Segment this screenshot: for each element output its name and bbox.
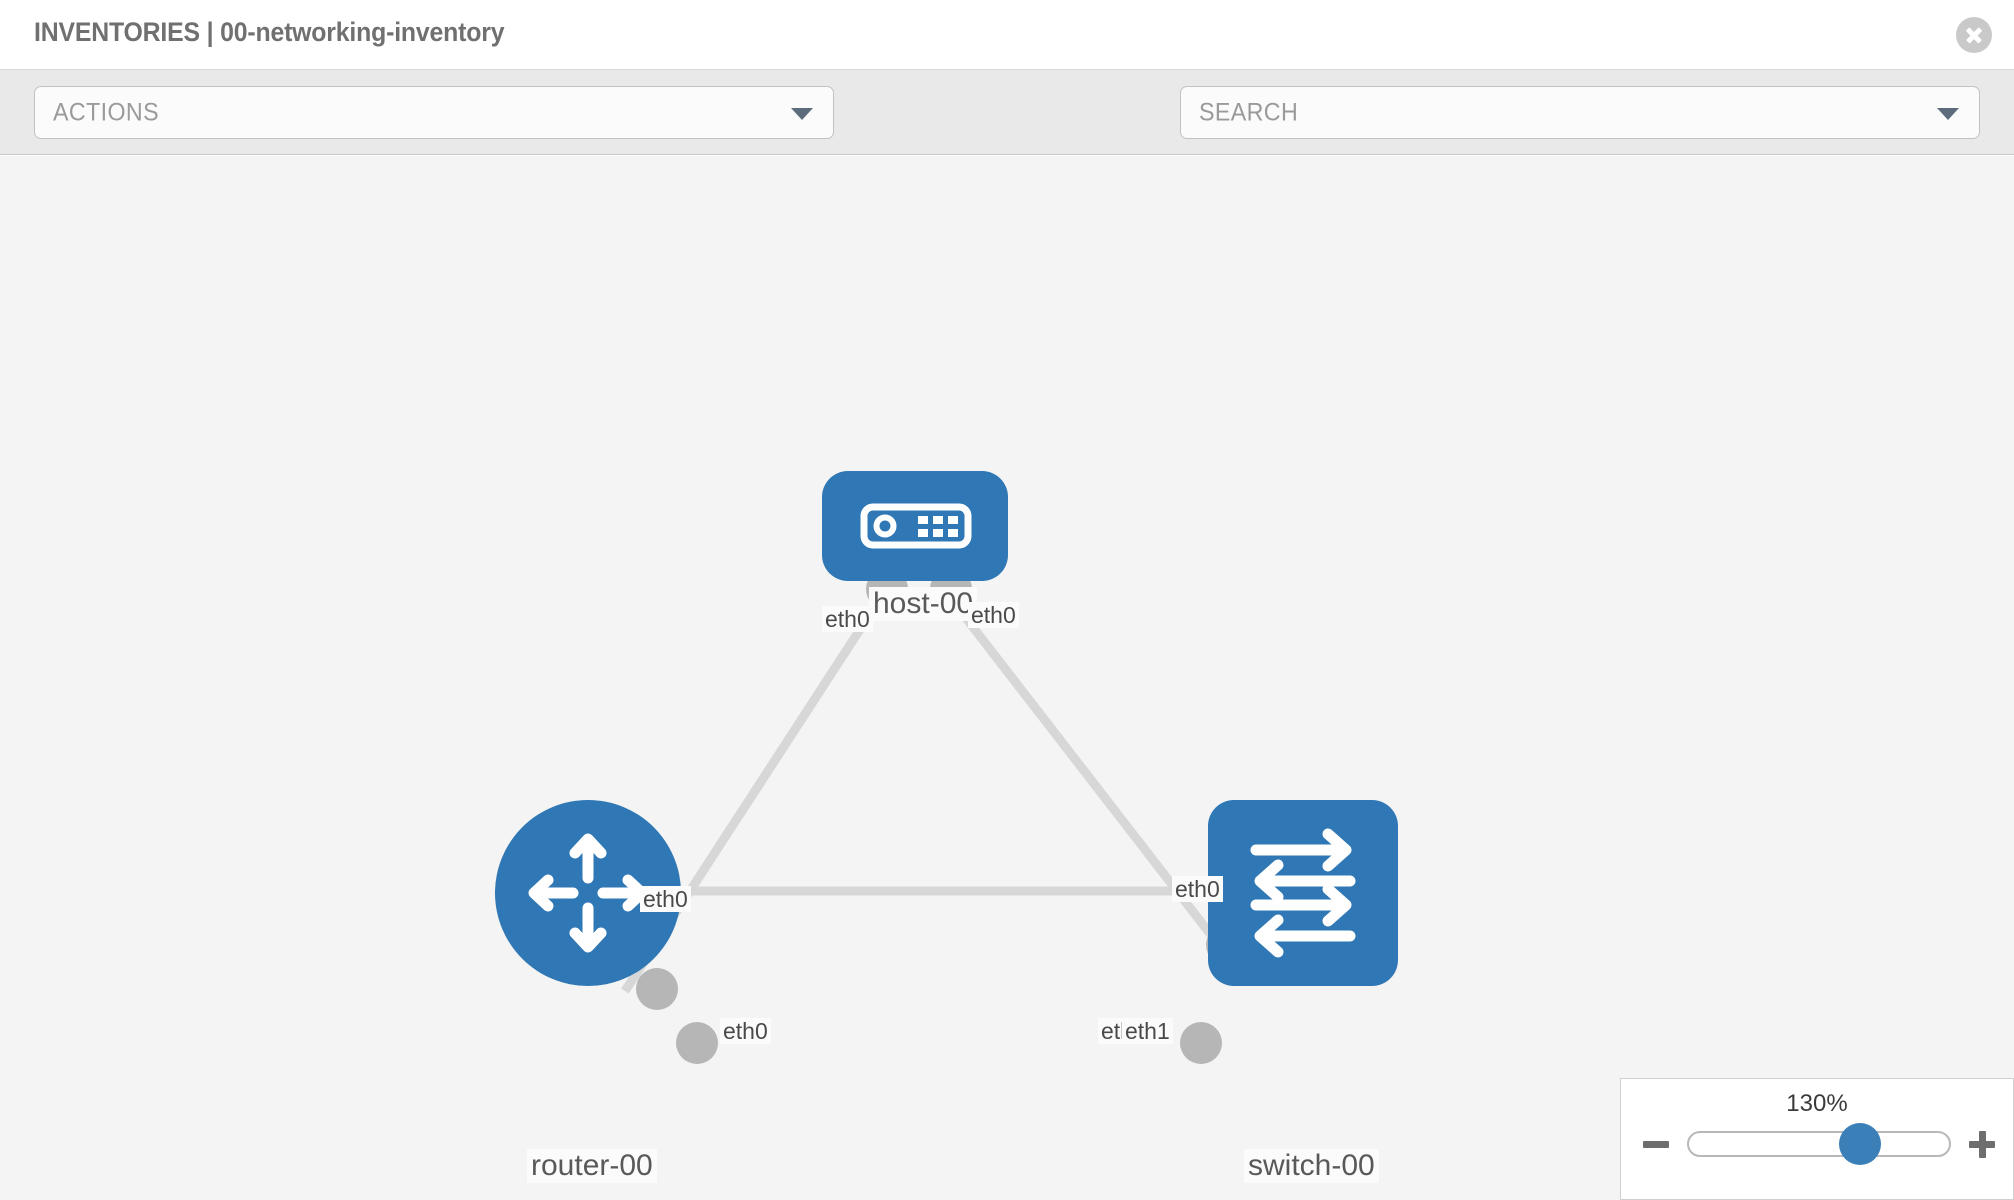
node-label-host-00: host-00 bbox=[869, 587, 978, 621]
topology-graph: host-00 eth0 eth0 router-00 eth0 eth0 bbox=[0, 156, 2014, 1200]
edge-label-host-left: eth0 bbox=[822, 606, 873, 633]
server-icon bbox=[860, 503, 972, 549]
node-switch-00[interactable] bbox=[1208, 800, 1398, 986]
host-node-body bbox=[822, 471, 1008, 581]
chevron-down-icon bbox=[1937, 107, 1959, 120]
zoom-control: 130% bbox=[1620, 1078, 2014, 1200]
toolbar: ACTIONS SEARCH bbox=[0, 70, 2014, 198]
actions-dropdown-label: ACTIONS bbox=[53, 98, 159, 126]
page-title: INVENTORIES | 00-networking-inventory bbox=[34, 17, 505, 47]
node-label-router-00: router-00 bbox=[527, 1149, 657, 1183]
zoom-slider-track[interactable] bbox=[1687, 1131, 1951, 1157]
edge-label-switch-left-b: eth1 bbox=[1122, 1018, 1173, 1045]
search-input[interactable]: SEARCH bbox=[1180, 86, 1980, 139]
close-icon[interactable] bbox=[1956, 17, 1992, 53]
actions-dropdown[interactable]: ACTIONS bbox=[34, 86, 834, 139]
search-placeholder: SEARCH bbox=[1199, 98, 1299, 126]
endpoint-router-right[interactable] bbox=[676, 1022, 718, 1064]
edge-label-switch-upper: eth0 bbox=[1172, 876, 1223, 903]
zoom-slider-thumb[interactable] bbox=[1839, 1123, 1881, 1165]
topology-canvas[interactable]: host-00 eth0 eth0 router-00 eth0 eth0 bbox=[0, 156, 2014, 1200]
edge-label-router-upper: eth0 bbox=[640, 886, 691, 913]
endpoint-switch-left[interactable] bbox=[1180, 1022, 1222, 1064]
switch-icon bbox=[1250, 828, 1356, 958]
chevron-down-icon bbox=[791, 107, 813, 120]
switch-node-body bbox=[1208, 800, 1398, 986]
zoom-out-button[interactable] bbox=[1641, 1129, 1671, 1159]
node-label-switch-00: switch-00 bbox=[1244, 1149, 1379, 1183]
zoom-level-value: 130% bbox=[1786, 1090, 1848, 1117]
node-host-00[interactable] bbox=[822, 471, 1008, 581]
window-header: INVENTORIES | 00-networking-inventory bbox=[0, 0, 2014, 70]
edge-label-router-right: eth0 bbox=[720, 1018, 771, 1045]
link-host-switch[interactable] bbox=[941, 588, 1239, 969]
endpoint-router-top[interactable] bbox=[636, 968, 678, 1010]
zoom-in-button[interactable] bbox=[1967, 1129, 1997, 1159]
edge-label-host-right: eth0 bbox=[968, 602, 1019, 629]
topology-links bbox=[621, 588, 1239, 994]
